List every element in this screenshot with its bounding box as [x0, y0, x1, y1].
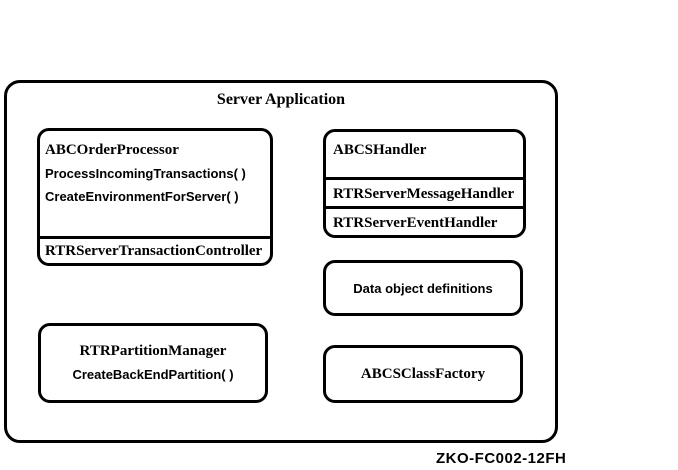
handler-class-name: ABCSHandler [333, 142, 427, 158]
data-object-definitions-box: Data object definitions [323, 260, 523, 316]
server-application-container: Server Application ABCOrderProcessor Pro… [4, 80, 558, 443]
figure-caption: ZKO-FC002-12FH [436, 450, 567, 467]
partition-manager-box: RTRPartitionManager CreateBackEndPartiti… [38, 323, 268, 403]
partition-manager-method: CreateBackEndPartition( ) [72, 367, 234, 382]
diagram-title: Server Application [216, 91, 346, 108]
order-processor-method-1: ProcessIncomingTransactions( ) [45, 166, 246, 181]
class-factory-label: ABCSClassFactory [360, 365, 486, 382]
data-object-definitions-label: Data object definitions [353, 280, 493, 296]
handler-base-class-1: RTRServerMessageHandler [333, 186, 515, 202]
order-processor-base-class: RTRServerTransactionController [45, 243, 263, 259]
order-processor-class-name: ABCOrderProcessor [45, 142, 179, 158]
order-processor-box: ABCOrderProcessor ProcessIncomingTransac… [37, 128, 273, 266]
order-processor-base-section: RTRServerTransactionController [40, 236, 270, 263]
order-processor-method-2: CreateEnvironmentForServer( ) [45, 189, 239, 204]
handler-base-class-row: RTRServerMessageHandler [326, 177, 523, 206]
handler-base-class-row: RTRServerEventHandler [326, 206, 523, 235]
handler-base-class-2: RTRServerEventHandler [333, 215, 498, 231]
handler-top-section: ABCSHandler [326, 132, 523, 177]
partition-manager-class-name: RTRPartitionManager [79, 343, 227, 359]
class-factory-box: ABCSClassFactory [323, 345, 523, 403]
order-processor-top-section: ABCOrderProcessor ProcessIncomingTransac… [40, 131, 270, 236]
handler-box: ABCSHandler RTRServerMessageHandler RTRS… [323, 129, 526, 238]
